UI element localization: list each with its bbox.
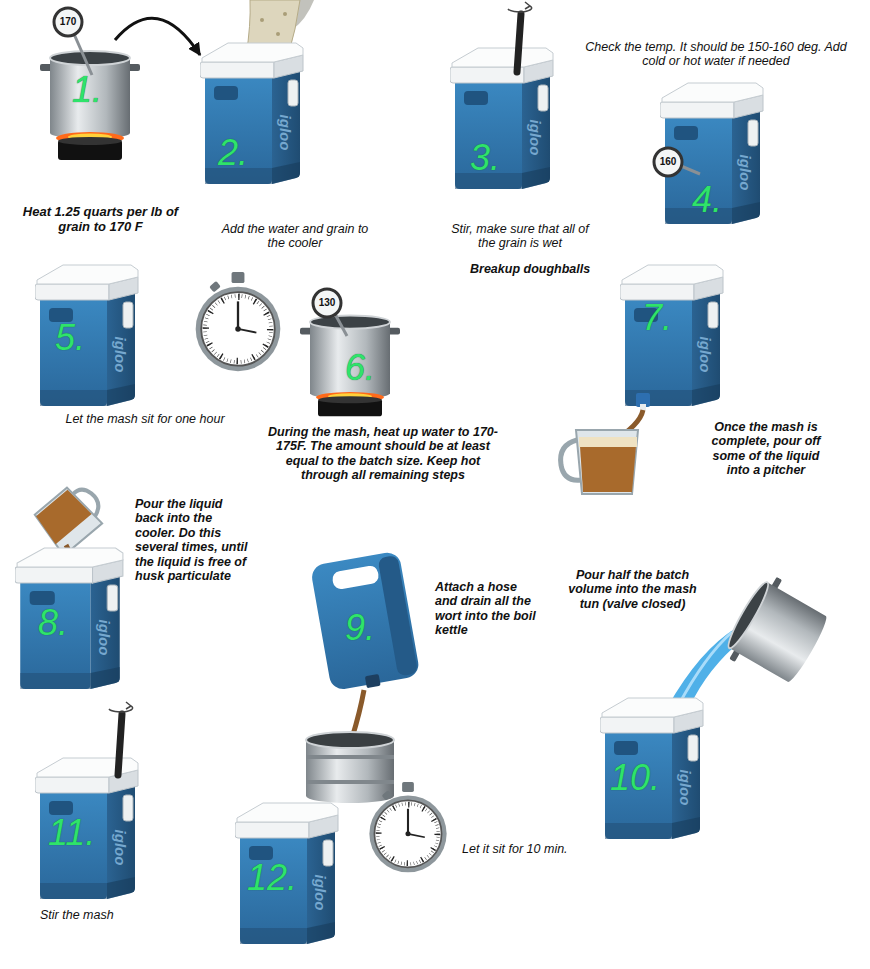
step-caption: Add the water and grain to the cooler	[220, 222, 370, 251]
step-caption: Let the mash sit for one hour	[40, 412, 250, 426]
thermometer-reading: 130	[319, 298, 336, 308]
step-caption: Attach a hose and drain all the wort int…	[435, 580, 537, 638]
step-number: 4.	[692, 182, 722, 218]
jug-step: 9.Attach a hose and drain all the wort i…	[315, 555, 410, 685]
step-number: 3.	[470, 140, 500, 176]
brand-mark: igloo	[278, 114, 293, 150]
brand-mark: igloo	[698, 336, 713, 372]
cooler-step: 11.Stir the mash	[35, 755, 140, 900]
brand-mark: igloo	[678, 769, 693, 805]
step-caption: Heat 1.25 quarts per lb of grain to 170 …	[8, 205, 193, 235]
cooler-step: 10.Pour half the batch volume into the m…	[600, 695, 705, 840]
cooler-step: 12.Let it sit for 10 min.	[235, 800, 340, 945]
pot-step: 1.Heat 1.25 quarts per lb of grain to 17…	[40, 40, 140, 140]
cooler-step: 5.Let the mash sit for one hour	[35, 262, 140, 407]
step-number: 2.	[218, 135, 248, 171]
step-number: 10.	[610, 760, 660, 796]
step-caption: Let it sit for 10 min.	[462, 842, 602, 856]
step-number: 1.	[72, 72, 102, 108]
step-caption: During the mash, heat up water to 170-17…	[262, 425, 504, 483]
step-caption: Pour half the batch volume into the mash…	[560, 568, 705, 611]
step-caption: Check the temp. It should be 150-160 deg…	[585, 40, 847, 69]
step-caption: Stir the mash	[40, 908, 170, 922]
step-number: 6.	[345, 350, 375, 386]
step-number: 11.	[48, 815, 95, 851]
cooler-step: 3.Stir, make sure that all of the grain …	[450, 45, 555, 190]
flow-arrow	[115, 18, 200, 55]
step-number: 5.	[55, 320, 85, 356]
thermometer-reading: 170	[60, 17, 77, 27]
brand-mark: igloo	[528, 119, 543, 155]
pot-step: 6.During the mash, heat up water to 170-…	[300, 305, 400, 400]
step-number: 12.	[247, 860, 297, 896]
step-caption: Breakup doughballs	[470, 262, 610, 276]
cooler-step: 7.Once the mash is complete, pour off so…	[620, 262, 725, 407]
brand-mark: igloo	[113, 829, 128, 865]
cooler-step: 4.Check the temp. It should be 150-160 d…	[660, 80, 765, 225]
thermometer-reading: 160	[660, 157, 677, 167]
step-caption: Once the mash is complete, pour off some…	[705, 420, 827, 478]
step-caption: Pour the liquid back into the cooler. Do…	[135, 497, 253, 583]
cooler-step: 8.Pour the liquid back into the cooler. …	[15, 545, 125, 690]
step-number: 8.	[38, 605, 68, 641]
cooler-step: 2.Add the water and grain to the cooler	[200, 40, 305, 185]
brand-mark: igloo	[113, 336, 128, 372]
brand-mark: igloo	[97, 619, 112, 655]
step-number: 7.	[642, 300, 672, 336]
step-caption: Stir, make sure that all of the grain is…	[445, 222, 595, 251]
step-number: 9.	[345, 610, 375, 646]
brand-mark: igloo	[738, 154, 753, 190]
brand-mark: igloo	[313, 874, 328, 910]
